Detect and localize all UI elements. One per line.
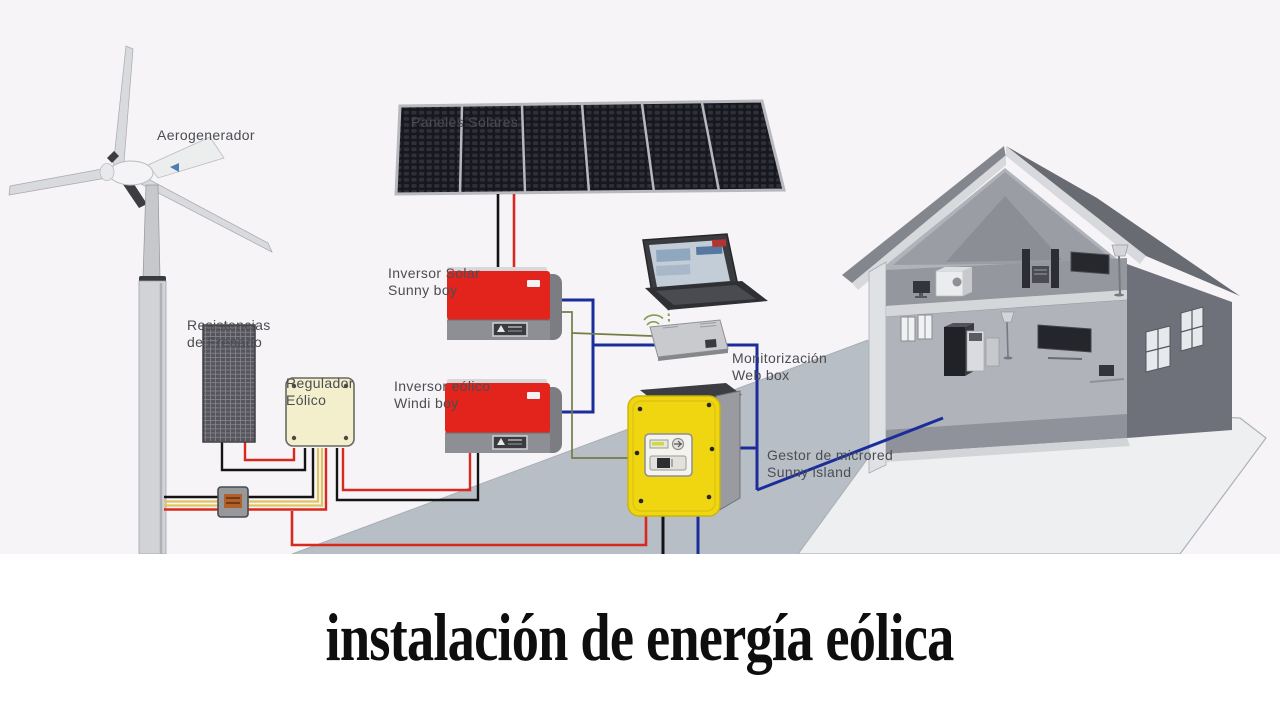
microgrid-manager-icon xyxy=(627,383,742,517)
house-window-icon xyxy=(1145,325,1171,373)
label-interruptor-frenado: Interruptorde Frenado xyxy=(193,517,268,554)
house-window-icon xyxy=(1180,306,1204,352)
wind-turbine-icon xyxy=(8,45,273,554)
label-generador-electrico: GeneradorEléctrico xyxy=(773,521,843,554)
label-baterias: Baterías xyxy=(450,546,505,554)
house-roof-left-icon xyxy=(842,146,1006,283)
diagram-graphics xyxy=(8,45,1267,554)
page-title: instalación de energía eólica xyxy=(325,598,955,675)
title-band: instalación de energía eólica xyxy=(0,554,1280,720)
solar-inverter-icon xyxy=(447,267,562,340)
installation-diagram: Aerogenerador Paneles Solares Resistenci… xyxy=(0,0,1280,554)
house-roof-right-icon xyxy=(1006,146,1240,296)
house xyxy=(842,146,1240,474)
monitoring-laptop-icon xyxy=(642,233,768,310)
label-aerogenerador: Aerogenerador xyxy=(157,127,255,144)
lower-floor-appliances xyxy=(900,311,1124,383)
solar-panel-array-icon xyxy=(394,99,786,196)
web-box-icon xyxy=(649,319,729,361)
label-paneles-solares: Paneles Solares xyxy=(411,114,519,131)
brake-resistor-icon xyxy=(202,324,256,443)
wind-inverter-icon xyxy=(445,379,562,453)
brake-switch-icon xyxy=(217,486,249,518)
wind-regulator-icon xyxy=(285,377,355,447)
upper-floor-appliances xyxy=(913,244,1129,298)
house-right-wall-icon xyxy=(1127,264,1232,438)
